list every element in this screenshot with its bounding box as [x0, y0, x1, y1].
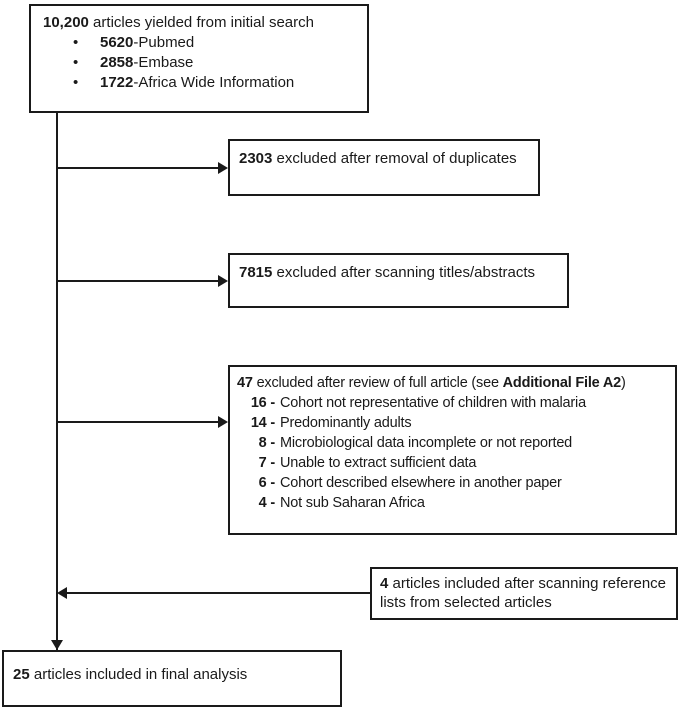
bullet-icon: • [73, 34, 79, 51]
duplicates-excluded-box: 2303 excluded after removal of duplicate… [228, 139, 540, 196]
arrowhead-right-icon [218, 275, 228, 287]
list-item: •2858 - Embase [73, 54, 194, 71]
exclusion-reason: 4 -Not sub Saharan Africa [258, 495, 425, 511]
arrow-line-to-duplicates [57, 167, 219, 169]
main-vertical-line [56, 113, 58, 650]
list-item: •5620 - Pubmed [73, 34, 195, 51]
arrowhead-right-icon [218, 162, 228, 174]
full-article-excluded-box: 47 excluded after review of full article… [228, 365, 677, 535]
initial-search-box: 10,200 articles yielded from initial sea… [29, 4, 369, 113]
list-item: •1722 - Africa Wide Information [73, 74, 295, 91]
arrowhead-down-icon [51, 640, 63, 650]
exclusion-reason: 14 -Predominantly adults [250, 415, 412, 431]
bullet-icon: • [73, 54, 79, 71]
full-article-excluded-title: 47 excluded after review of full article… [237, 375, 626, 391]
titles-abstracts-excluded-text: 7815 excluded after scanning titles/abst… [239, 264, 536, 281]
arrowhead-left-icon [57, 587, 67, 599]
arrow-line-to-full-article [57, 421, 219, 423]
final-analysis-box: 25 articles included in final analysis [2, 650, 342, 707]
exclusion-reason: 7 -Unable to extract sufficient data [258, 455, 477, 471]
exclusion-reason: 8 -Microbiological data incomplete or no… [258, 435, 573, 451]
initial-search-title: 10,200 articles yielded from initial sea… [43, 14, 314, 31]
exclusion-reason: 16 -Cohort not representative of childre… [250, 395, 586, 411]
arrow-line-to-titles-abstracts [57, 280, 219, 282]
exclusion-reason: 6 -Cohort described elsewhere in another… [258, 475, 562, 491]
final-analysis-text: 25 articles included in final analysis [13, 666, 248, 683]
bullet-icon: • [73, 74, 79, 91]
duplicates-excluded-text: 2303 excluded after removal of duplicate… [239, 150, 517, 167]
arrowhead-right-icon [218, 416, 228, 428]
titles-abstracts-excluded-box: 7815 excluded after scanning titles/abst… [228, 253, 569, 308]
reference-lists-included-text: 4 articles included after scanning refer… [380, 575, 666, 611]
reference-lists-included-box: 4 articles included after scanning refer… [370, 567, 678, 620]
arrow-line-from-reference-lists [67, 592, 370, 594]
